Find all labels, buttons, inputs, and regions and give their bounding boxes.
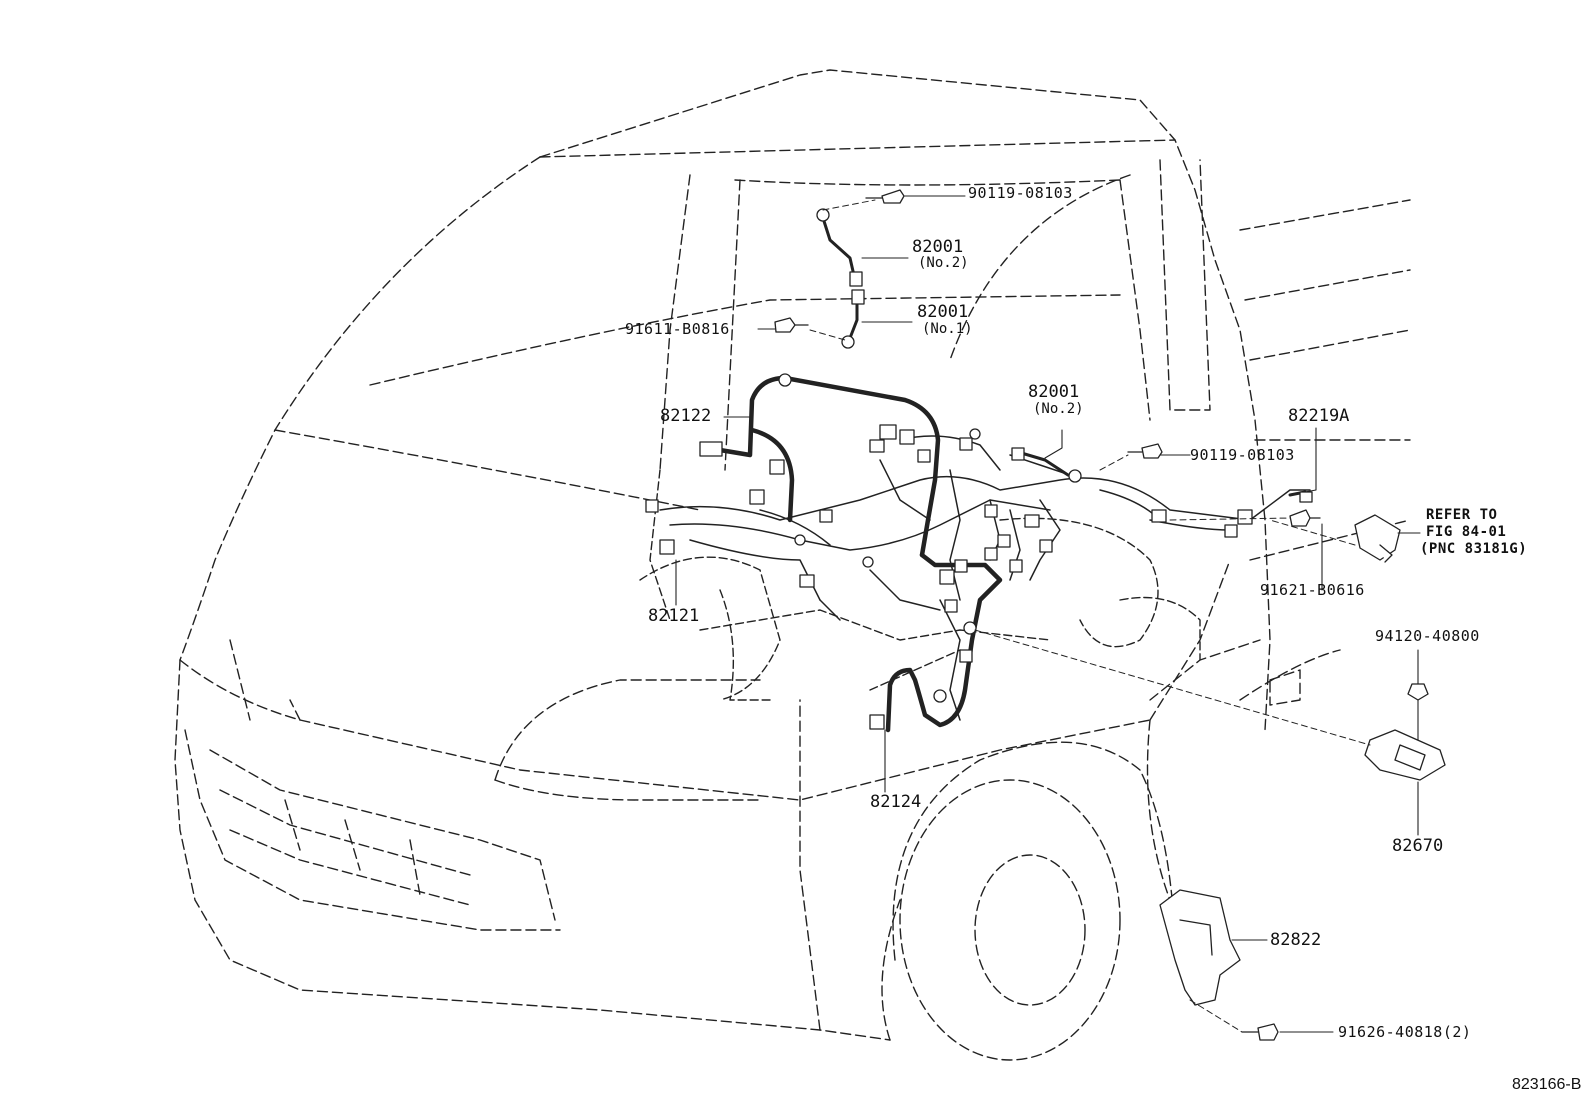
bracket-82670	[1364, 729, 1446, 781]
connectors	[645, 271, 1313, 730]
bumper-grille	[184, 639, 561, 931]
cargo-bed-outline	[1159, 159, 1411, 706]
part-label-82670: 82670	[1392, 836, 1444, 856]
part-label-82124: 82124	[870, 792, 922, 812]
ring-terminals	[778, 208, 1082, 703]
refer-to-line2: FIG 84-01	[1426, 524, 1507, 540]
part-label-91621: 91621-B0616	[1260, 581, 1365, 599]
wire-82001	[821, 216, 1307, 497]
part-label-82121: 82121	[648, 606, 700, 626]
wheel-fender	[892, 639, 1261, 1061]
part-label-91626: 91626-40818(2)	[1338, 1023, 1472, 1041]
part-label-90119-mid: 90119-08103	[1190, 446, 1295, 464]
phantom-leaders	[809, 199, 1371, 1033]
part-label-82001-no2-mid: 82001	[1028, 382, 1080, 402]
part-label-94120: 94120-40800	[1375, 627, 1480, 645]
part-label-82001-no1: 82001	[917, 302, 969, 322]
cab-outline	[174, 69, 1271, 1041]
refer-to-line3: (PNC 83181G)	[1420, 541, 1528, 557]
part-sublabel-no2-top: (No.2)	[918, 255, 969, 271]
figure-id: 823166-B	[1512, 1076, 1582, 1093]
refer-to-line1: REFER TO	[1426, 507, 1498, 523]
part-label-82122: 82122	[660, 406, 712, 426]
part-label-82822: 82822	[1270, 930, 1322, 950]
speed-sensor	[1354, 514, 1401, 563]
part-sublabel-no2-mid: (No.2)	[1033, 401, 1084, 417]
part-label-82001-no2-top: 82001	[912, 237, 964, 257]
part-sublabel-no1: (No.1)	[922, 321, 973, 337]
part-label-82219A: 82219A	[1288, 406, 1350, 426]
part-label-90119-top: 90119-08103	[968, 184, 1073, 202]
bracket-82822	[1159, 889, 1241, 1006]
bolts	[774, 189, 1429, 1041]
engine-bay	[639, 469, 1201, 701]
part-label-91611: 91611-B0816	[625, 320, 730, 338]
heavy-harness	[717, 375, 1003, 733]
